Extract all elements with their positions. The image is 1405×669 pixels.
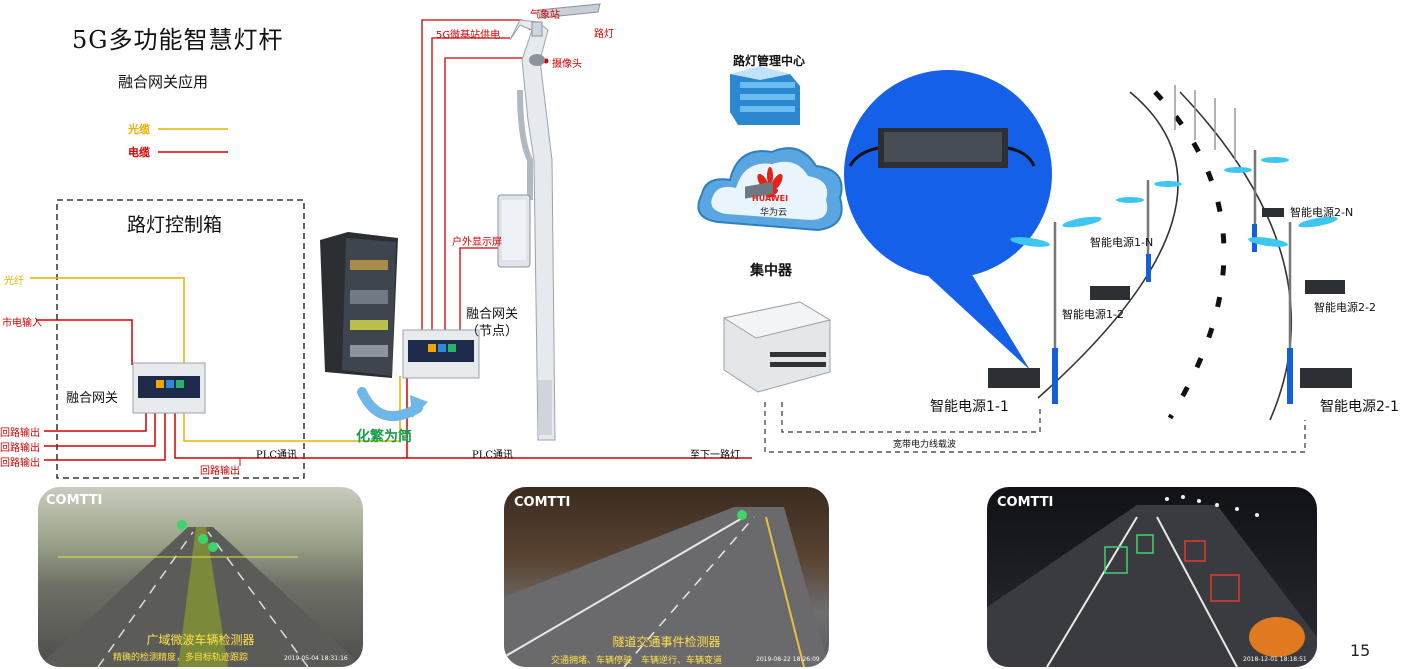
psu-2-1-label: 智能电源2-1 (1320, 399, 1399, 415)
psu-2-n-label: 智能电源2-N (1290, 206, 1354, 219)
concentrator-label: 集中器 (750, 263, 792, 279)
weather-station-label: 气象站 (530, 10, 560, 21)
base-station-label: 5G微基站供电 (436, 30, 501, 41)
huawei-cloud-label: 华为云 (760, 208, 788, 218)
photo-1-logo: COMTTI (46, 493, 103, 508)
photo-tunnel-detector: COMTTI 隧道交通事件检测器 交通拥堵、车辆停驶 车辆逆行、车辆变道 201… (504, 487, 829, 667)
psu-1-1-label: 智能电源1-1 (930, 399, 1009, 415)
gateway-label: 融合网关 (66, 391, 119, 406)
photo-wide-area-detector: COMTTI 广域微波车辆检测器 精确的检测精度，多目标轨迹跟踪 2019-05… (38, 487, 363, 667)
photo-1-caption: 广域微波车辆检测器 (146, 633, 255, 647)
display-label: 户外显示屏 (452, 237, 502, 248)
psu-1-2-label: 智能电源1-2 (1062, 308, 1124, 321)
fiber-in-label: 光纤 (4, 276, 24, 287)
mains-in-label: 市电输入 (2, 318, 42, 329)
page-title: 5G多功能智慧灯杆 (72, 26, 284, 54)
photo-2-timestamp: 2019-08-22 18:26:09 (756, 656, 820, 663)
photo-3-timestamp: 2018-12-01 18:18:51 (1243, 656, 1307, 663)
photo-2-subcaption: 交通拥堵、车辆停驶 车辆逆行、车辆变道 (550, 656, 722, 666)
photo-night-traffic: COMTTI 2018-12-01 18:18:51 (987, 487, 1317, 667)
plc-link-2-label: PLC通讯 (472, 450, 514, 461)
carrier-label: 宽带电力线载波 (893, 440, 957, 450)
node-gateway-label: 融合网关 (466, 307, 519, 322)
loop-out-1-label: 回路输出 (0, 428, 40, 439)
simplify-label: 化繁为简 (356, 429, 412, 445)
control-box-title: 路灯控制箱 (127, 214, 223, 236)
page-number: 15 (1350, 641, 1371, 660)
huawei-logo-text: HUAWEI (752, 194, 789, 203)
legend-fiber-label: 光缆 (128, 123, 150, 136)
management-center-label: 路灯管理中心 (733, 54, 806, 68)
page-subtitle: 融合网关应用 (118, 73, 209, 91)
photo-3-logo: COMTTI (997, 495, 1054, 510)
street-light-label: 路灯 (594, 29, 614, 40)
node-gateway-sub-label: （节点） (466, 324, 519, 339)
loop-out-2-label: 回路输出 (0, 443, 40, 454)
legend-cable-label: 电缆 (128, 146, 150, 159)
photo-2-caption: 隧道交通事件检测器 (612, 635, 721, 649)
loop-out-3-label: 回路输出 (0, 458, 40, 469)
next-lamp-label: 至下一路灯 (690, 450, 740, 461)
camera-label: 摄像头 (552, 59, 582, 70)
photo-1-subcaption: 精确的检测精度，多目标轨迹跟踪 (112, 653, 248, 663)
photo-2-logo: COMTTI (514, 495, 571, 510)
psu-2-2-label: 智能电源2-2 (1314, 301, 1376, 314)
psu-1-n-label: 智能电源1-N (1090, 236, 1154, 249)
loop-out-bottom-label: 回路输出 (200, 466, 240, 477)
plc-link-1-label: PLC通讯 (256, 450, 298, 461)
photo-1-timestamp: 2019-05-04 18:31:16 (284, 655, 348, 662)
